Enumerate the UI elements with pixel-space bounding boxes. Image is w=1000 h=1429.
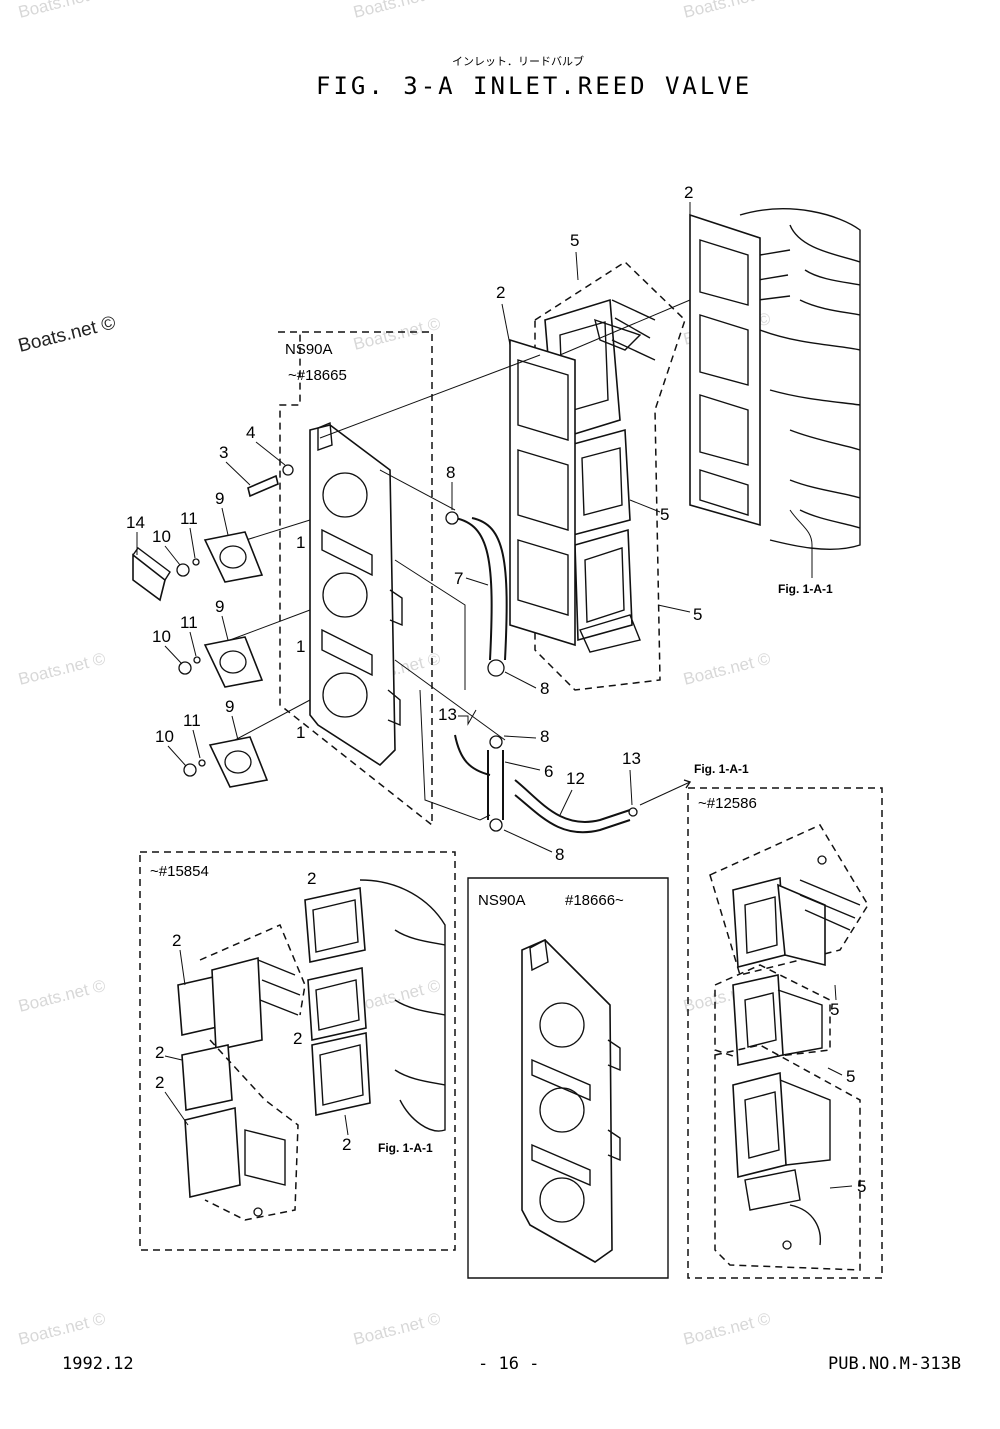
callout-5: 5	[830, 1000, 839, 1019]
callout-8: 8	[555, 845, 564, 864]
callout-5: 5	[693, 605, 702, 624]
reference-leader	[789, 509, 813, 578]
callout-5: 5	[660, 505, 669, 524]
callout-8: 8	[540, 727, 549, 746]
watermark-text-strong: Boats.net ©	[16, 312, 118, 356]
callout-5: 5	[857, 1177, 866, 1196]
reference-fig-1a1: Fig. 1-A-1	[778, 582, 833, 596]
callout-10: 10	[152, 627, 171, 646]
reference-fig-1a1-small: Fig. 1-A-1	[378, 1141, 433, 1155]
callout-2: 2	[172, 931, 181, 950]
watermark-text: Boats.net ©	[16, 1309, 107, 1349]
callout-8: 8	[446, 463, 455, 482]
main-box-label-model: NS90A	[285, 341, 333, 358]
callout-7: 7	[454, 569, 463, 588]
box-15854-parts	[177, 879, 446, 1221]
callout-14: 14	[126, 513, 145, 532]
watermark-text: Boats.net ©	[351, 314, 442, 354]
callout-6: 6	[544, 762, 553, 781]
box-12586-callouts: 5 5 5	[827, 984, 866, 1196]
callouts: 2 5 2 5 5 4 3 9 1 14 10 11 8 7 9 11 10 1…	[126, 183, 702, 864]
watermark-text: Boats.net ©	[681, 0, 772, 22]
watermark-text: Boats.net ©	[16, 976, 107, 1016]
title-japanese: インレット．リードバルブ	[452, 54, 584, 68]
callout-5: 5	[846, 1067, 855, 1086]
gasket-large	[689, 213, 761, 527]
reed-valve-group	[534, 261, 686, 691]
box-15854-outline	[139, 851, 456, 1251]
box-12586-parts	[709, 824, 869, 1271]
callout-9: 9	[215, 597, 224, 616]
callout-2: 2	[307, 869, 316, 888]
box-18666-outline	[467, 877, 669, 1279]
callout-2: 2	[496, 283, 505, 302]
footer-page-number: - 16 -	[478, 1354, 539, 1374]
flange-plates	[203, 531, 269, 788]
callout-10: 10	[152, 527, 171, 546]
reference-fig-1a1-arrow: Fig. 1-A-1	[694, 762, 749, 776]
box-12586-label: ~#12586	[698, 795, 757, 812]
main-box-outline	[278, 331, 433, 827]
box-15854-callouts: 2 2 2 2 2 2 Fig. 1-A-1	[155, 869, 433, 1155]
engine-block	[739, 208, 861, 550]
manifold-late	[521, 938, 621, 1263]
callout-8: 8	[540, 679, 549, 698]
callout-13: 13	[438, 705, 457, 724]
callout-13: 13	[622, 749, 641, 768]
watermark-text: Boats.net ©	[351, 1309, 442, 1349]
inlet-manifold	[309, 421, 403, 767]
callout-4: 4	[246, 423, 255, 442]
box-18666-label-serial: #18666~	[565, 892, 624, 909]
callout-9: 9	[225, 697, 234, 716]
hoses	[445, 511, 692, 834]
callout-9: 9	[215, 489, 224, 508]
callout-2: 2	[293, 1029, 302, 1048]
callout-11: 11	[183, 711, 201, 730]
callout-10: 10	[155, 727, 174, 746]
main-box-label-serial: ~#18665	[288, 367, 347, 384]
callout-2: 2	[342, 1135, 351, 1154]
box-12586-outline	[687, 787, 883, 1279]
watermark-text: Boats.net ©	[351, 0, 442, 22]
callout-5: 5	[570, 231, 579, 250]
callout-1: 1	[296, 723, 305, 742]
callout-1: 1	[296, 533, 305, 552]
callout-1: 1	[296, 637, 305, 656]
page-title: FIG. 3-A INLET.REED VALVE	[316, 72, 752, 100]
watermark-text: Boats.net ©	[681, 649, 772, 689]
footer-date: 1992.12	[62, 1354, 134, 1374]
watermark-text: Boats.net ©	[681, 1309, 772, 1349]
callout-2: 2	[684, 183, 693, 202]
watermark-text: Boats.net ©	[16, 649, 107, 689]
box-18666-label-model: NS90A	[478, 892, 526, 909]
callout-2: 2	[155, 1043, 164, 1062]
fasteners	[132, 464, 294, 777]
footer-publication-number: PUB.NO.M-313B	[828, 1354, 961, 1374]
callout-3: 3	[219, 443, 228, 462]
watermark-text: Boats.net ©	[16, 0, 107, 22]
callout-2: 2	[155, 1073, 164, 1092]
gasket-front	[509, 338, 576, 647]
callout-11: 11	[180, 509, 198, 528]
callout-11: 11	[180, 613, 198, 632]
box-15854-label: ~#15854	[150, 863, 209, 880]
callout-12: 12	[566, 769, 585, 788]
